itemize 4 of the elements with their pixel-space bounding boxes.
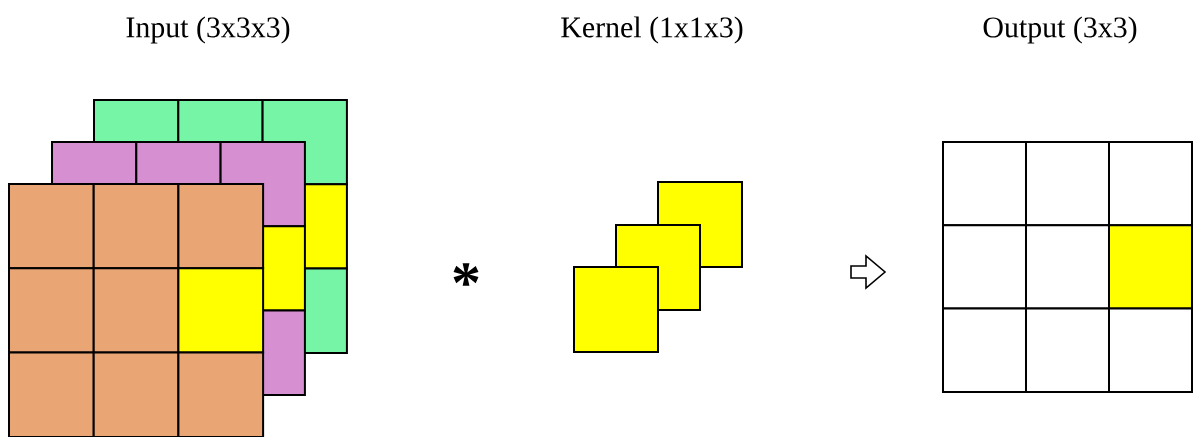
operator-symbol: * [453, 263, 479, 286]
heading: Input (3x3x3) [126, 16, 290, 44]
heading: Kernel (1x1x3) [561, 16, 743, 44]
heading: Output (3x3) [983, 16, 1137, 44]
